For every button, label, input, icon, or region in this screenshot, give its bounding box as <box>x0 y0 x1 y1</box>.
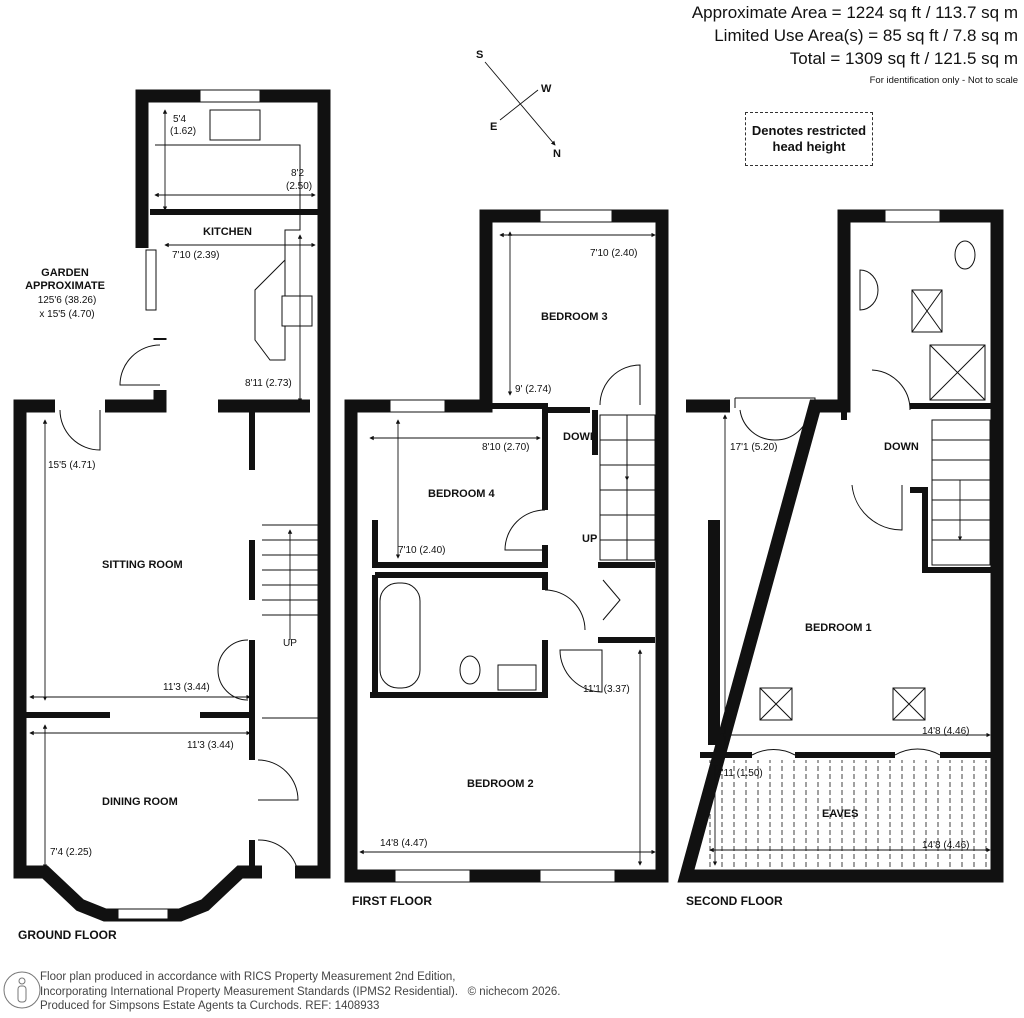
compass-s: S <box>476 49 483 61</box>
bedroom1-label: BEDROOM 1 <box>805 622 872 634</box>
scale-note: For identification only - Not to scale <box>869 75 1018 86</box>
bedroom2-dim1: 11'1 (3.37) <box>583 684 630 695</box>
legend-line2: head height <box>772 139 846 154</box>
approximate-area: Approximate Area = 1224 sq ft / 113.7 sq… <box>691 3 1018 22</box>
garden-line3: 125'6 (38.26) <box>38 295 97 306</box>
compass-n: N <box>553 148 561 160</box>
bedroom3-label: BEDROOM 3 <box>541 311 608 323</box>
footer: Floor plan produced in accordance with R… <box>40 970 561 1014</box>
footer-line1: Floor plan produced in accordance with R… <box>40 971 456 983</box>
second-floor-plan: 17'1 (5.20) DOWN BEDROOM 1 14'8 (4.46) 4… <box>677 209 1004 908</box>
legend-line1: Denotes restricted <box>751 123 867 138</box>
compass-w: W <box>541 83 552 95</box>
stairs-ground <box>262 524 318 640</box>
footer-line3: Produced for Simpsons Estate Agents ta C… <box>40 1000 380 1012</box>
ground-floor-plan: 5'4 (1.62) 8'2 (2.50) KITCHEN 7'10 (2.39… <box>13 89 331 942</box>
limited-use-area: Limited Use Area(s) = 85 sq ft / 7.8 sq … <box>714 26 1018 45</box>
bedroom3-dim2: 9' (2.74) <box>515 384 551 395</box>
compass-icon: S W E N <box>476 49 561 160</box>
stairs-down-label-second: DOWN <box>884 441 919 453</box>
compass-e: E <box>490 121 497 133</box>
first-floor-plan: 7'10 (2.40) BEDROOM 3 9' (2.74) 8'10 (2.… <box>344 209 669 908</box>
bedroom2-dim2: 14'8 (4.47) <box>380 838 428 849</box>
kitchen-dim2m: (2.50) <box>286 181 312 192</box>
stairs-first <box>599 414 656 561</box>
stairs-up-label-first: UP <box>582 533 597 545</box>
dining-dim1: 11'3 (3.44) <box>187 740 234 751</box>
total-area: Total = 1309 sq ft / 121.5 sq m <box>789 49 1018 68</box>
stairs-second <box>931 419 991 566</box>
kitchen-dim3: 7'10 (2.39) <box>172 250 220 261</box>
bedroom2-label: BEDROOM 2 <box>467 778 534 790</box>
bedroom4-dim1: 8'10 (2.70) <box>482 442 530 453</box>
first-floor-label: FIRST FLOOR <box>352 894 432 908</box>
person-logo-icon <box>3 971 41 1009</box>
kitchen-dim2: 8'2 <box>291 168 304 179</box>
restricted-height-legend: Denotes restricted head height <box>745 112 873 166</box>
dining-dim2: 7'4 (2.25) <box>50 847 92 858</box>
eaves-dim1: 4'11 (1.50) <box>716 768 763 779</box>
garden-line2: APPROXIMATE <box>25 280 105 292</box>
sitting-room-label: SITTING ROOM <box>102 559 183 571</box>
kitchen-dim4: 8'11 (2.73) <box>245 378 292 389</box>
eaves-dim2: 14'8 (4.46) <box>922 840 970 851</box>
stairs-down-label: DOWN <box>563 431 598 443</box>
kitchen-label: KITCHEN <box>203 226 252 238</box>
second-floor-label: SECOND FLOOR <box>686 894 783 908</box>
sitting-dim2: 11'3 (3.44) <box>163 682 210 693</box>
bedroom4-dim2: 7'10 (2.40) <box>398 545 446 556</box>
stairs-up-label: UP <box>283 638 297 649</box>
garden-line1: GARDEN <box>41 267 89 279</box>
kitchen-dim1m: (1.62) <box>170 126 196 137</box>
eaves-label: EAVES <box>822 808 858 820</box>
garden-line4: x 15'5 (4.70) <box>39 309 94 320</box>
footer-copyright: © nichecom 2026. <box>467 985 561 998</box>
bedroom4-label: BEDROOM 4 <box>428 488 496 500</box>
dining-room-label: DINING ROOM <box>102 796 178 808</box>
ground-floor-label: GROUND FLOOR <box>18 928 117 942</box>
bedroom1-dim1: 17'1 (5.20) <box>730 442 778 453</box>
sitting-dim1: 15'5 (4.71) <box>48 460 96 471</box>
kitchen-dim1: 5'4 <box>173 114 186 125</box>
bedroom1-dim2: 14'8 (4.46) <box>922 726 970 737</box>
footer-line2: Incorporating International Property Mea… <box>40 985 459 998</box>
bedroom3-dim1: 7'10 (2.40) <box>590 248 638 259</box>
